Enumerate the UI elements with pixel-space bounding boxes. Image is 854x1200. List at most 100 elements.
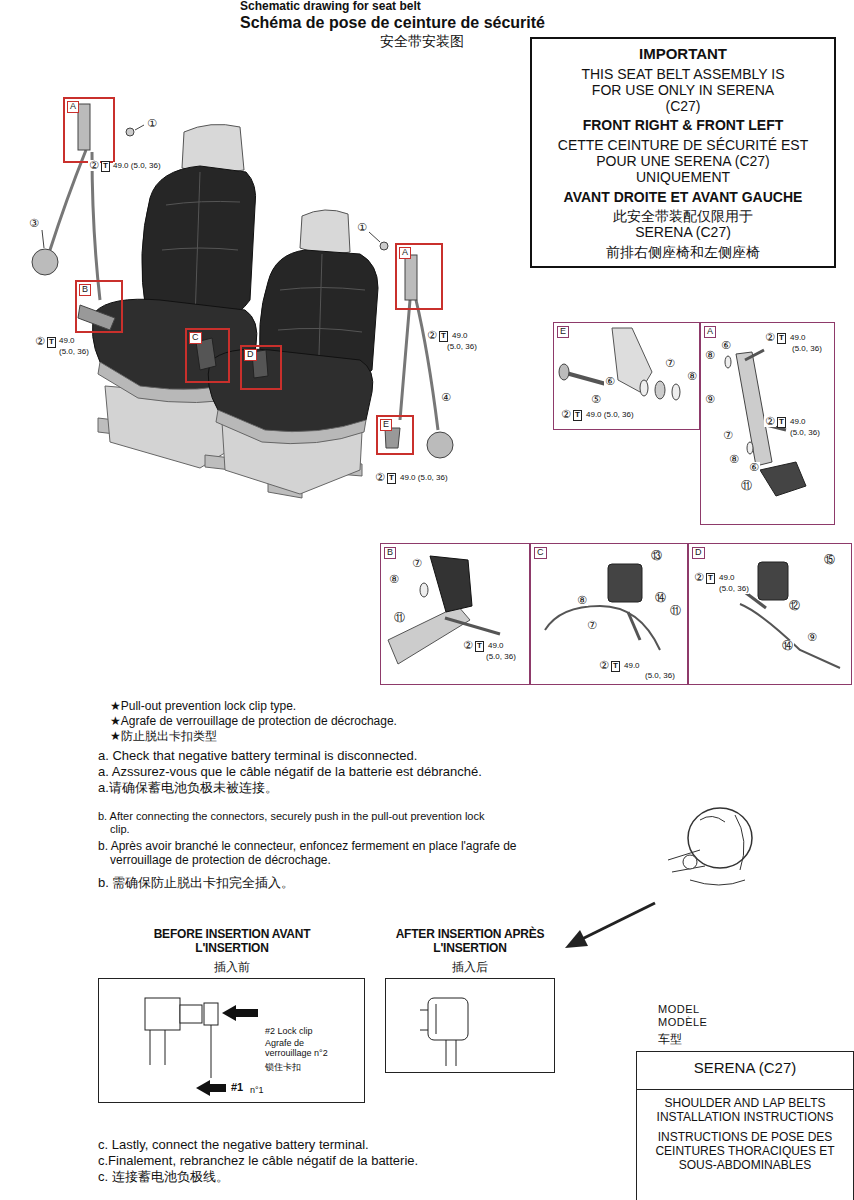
callout-number: ⑪	[393, 612, 406, 623]
node-text: 插入前	[152, 961, 312, 975]
callout-number: ①	[146, 118, 158, 129]
detail-c	[545, 564, 660, 650]
after-insertion-box: AFTER INSERTION APRÈS L'INSERTION 插入后	[385, 928, 555, 1073]
leader-line	[42, 125, 144, 248]
torque-symbol: T	[573, 410, 582, 421]
bolt	[628, 612, 640, 640]
headrest	[182, 124, 244, 172]
detail-a	[725, 350, 806, 496]
node-text: AFTER INSERTION APRÈS L'INSERTION	[385, 928, 555, 956]
notice-text: THIS SEAT BELT ASSEMBLY IS FOR USE ONLY …	[576, 66, 791, 114]
left-belt	[32, 104, 144, 330]
connector-detail	[420, 1004, 456, 1066]
title-divider	[636, 1089, 854, 1091]
torque-value: (5.0, 36)	[790, 429, 820, 438]
bolt	[745, 350, 786, 430]
node-text: 车型	[658, 1033, 682, 1047]
washer	[655, 381, 665, 399]
torque-value: (5.0, 36)	[792, 345, 822, 354]
right-belt	[369, 232, 453, 458]
bolt	[380, 242, 388, 250]
arrow-line	[580, 903, 655, 940]
callout-number: ⑪	[669, 605, 682, 616]
before-drawing	[145, 998, 258, 1096]
after-drawing	[420, 998, 468, 1066]
node-text: #1	[231, 1081, 243, 1094]
callout-number: ②	[34, 336, 46, 347]
callout-letter: A	[399, 247, 411, 259]
callout-number: ②	[374, 472, 386, 483]
torque-value: (5.0, 36)	[59, 348, 89, 357]
callout-number: ④	[440, 392, 452, 403]
buckle	[758, 562, 788, 600]
bolt	[566, 373, 606, 384]
torque-value: 49.0	[488, 642, 504, 651]
node-text: SERENA (C27)	[636, 1059, 854, 1076]
retractor	[427, 432, 453, 458]
instruction-text: b. Après avoir branché le connecteur, en…	[98, 840, 530, 868]
washer	[725, 356, 731, 368]
node-text: SHOULDER AND LAP BELTS INSTALLATION INST…	[636, 1097, 854, 1125]
washer	[640, 380, 648, 396]
callout-box: B	[75, 280, 123, 333]
lower-anchor	[78, 305, 115, 330]
callout-box: A	[63, 97, 115, 163]
node-text: 插入后	[385, 961, 555, 975]
belt-end	[430, 556, 472, 612]
buckle-stalk	[388, 606, 470, 664]
detail-e	[559, 328, 680, 400]
instruction-text: a. Check that negative battery terminal …	[98, 749, 417, 764]
node-text: #2 Lock clip	[265, 1026, 313, 1036]
buckle	[196, 338, 268, 378]
node-text: 锁住卡扣	[265, 1062, 301, 1072]
callout-number: ②	[764, 416, 776, 427]
callout-number: ⑦	[586, 620, 598, 631]
callout-number: ⑨	[806, 632, 818, 643]
washer	[747, 442, 753, 454]
important-notice: IMPORTANT THIS SEAT BELT ASSEMBLY IS FOR …	[530, 37, 836, 268]
notice-text: 前排右侧座椅和左侧座椅	[606, 244, 760, 260]
torque-value: (5.0, 36)	[486, 653, 516, 662]
torque-value: (5.0, 36)	[447, 343, 477, 352]
note-text: ★Agrafe de verrouillage de protection de…	[110, 715, 397, 729]
torque-value: 49.0	[452, 332, 468, 341]
notice-text: AVANT DROITE ET AVANT GAUCHE	[564, 189, 803, 205]
headrest	[300, 210, 350, 254]
callout-number: ②	[598, 660, 610, 671]
belt-webbing	[50, 150, 100, 300]
instruction-text: c.Finalement, rebranchez le câble négati…	[98, 1154, 418, 1169]
callout-number: ⑬	[650, 550, 663, 561]
callout-number: ⑥	[720, 340, 732, 351]
callout-number: ⑥	[604, 376, 616, 387]
torque-value: (5.0, 36)	[719, 585, 749, 594]
callout-number: ②	[764, 332, 776, 343]
callout-number: ⑫	[788, 600, 801, 611]
torque-symbol: T	[777, 417, 786, 428]
heading-text: 安全带安装图	[380, 33, 464, 49]
callout-number: ②	[560, 409, 572, 420]
detail-d	[740, 562, 840, 668]
callout-letter: A	[67, 101, 79, 113]
upper-anchor	[78, 104, 90, 150]
torque-symbol: T	[706, 573, 715, 584]
belt-webbing	[400, 300, 438, 430]
callout-number: ⑦	[722, 430, 734, 441]
torque-value: 49.0	[790, 334, 806, 343]
callout-number: ⑪	[740, 480, 753, 491]
notice-text: IMPORTANT	[639, 45, 727, 62]
callout-number: ⑦	[664, 358, 676, 369]
anchor	[760, 462, 806, 496]
callout-number: ⑭	[654, 592, 667, 603]
callout-box: D	[240, 345, 282, 390]
callout-box: C	[185, 328, 230, 383]
torque-symbol: T	[101, 161, 110, 172]
heading-text: Schematic drawing for seat belt	[240, 0, 421, 14]
retractor	[32, 249, 58, 275]
leader-line	[369, 232, 380, 242]
torque-value: 49.0	[624, 662, 640, 671]
callout-number: ⑧	[704, 350, 716, 361]
connector-plug	[180, 1005, 202, 1023]
callout-letter: E	[557, 326, 569, 338]
callout-number: ⑤	[590, 394, 602, 405]
buckle	[608, 564, 642, 602]
